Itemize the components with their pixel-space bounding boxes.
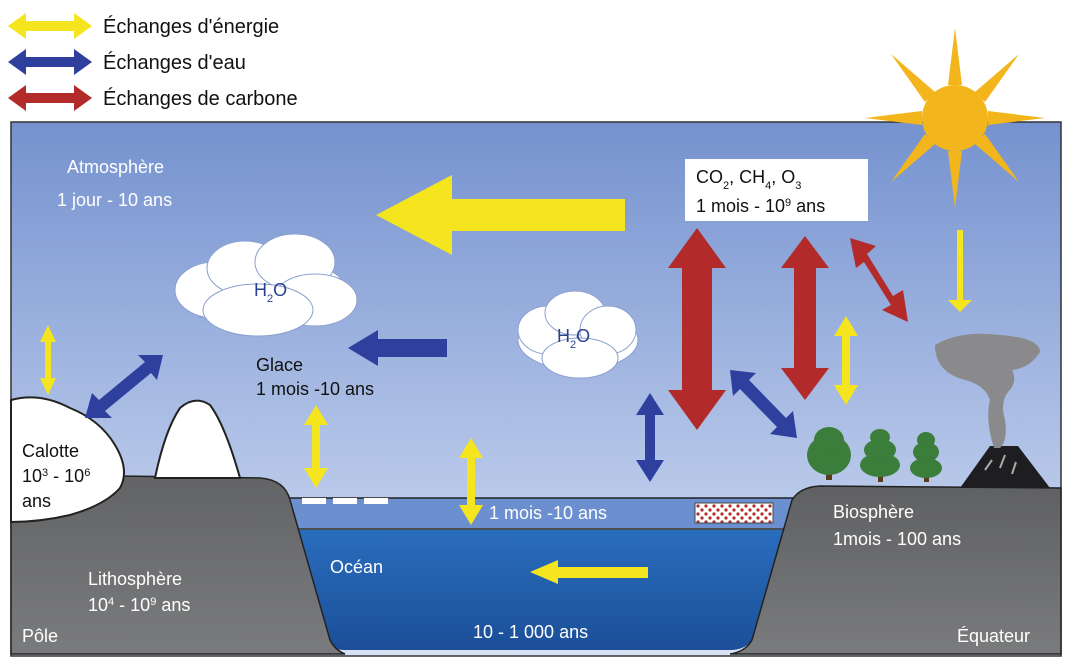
ocean-label: Océan bbox=[330, 557, 383, 577]
tree-icon bbox=[860, 429, 900, 482]
gas-formula-label: CO2, CH4, O3 bbox=[696, 167, 801, 192]
water-arrow-ocean bbox=[636, 393, 664, 482]
ocean-deep-layer bbox=[285, 530, 792, 650]
energy-arrow-ocean-surface bbox=[459, 438, 483, 525]
legend-item-energy: Échanges d'énergie bbox=[8, 13, 279, 39]
ice-cap bbox=[10, 396, 125, 524]
lithosphere-time-label: 104 - 109 ans bbox=[88, 595, 190, 615]
cloud-left-h2o-label: H2O bbox=[254, 280, 287, 305]
biosphere-label: Biosphère bbox=[833, 502, 914, 522]
energy-arrow-biosphere bbox=[834, 316, 858, 405]
calotte-unit-label: ans bbox=[22, 491, 51, 511]
energy-arrow-sun-down bbox=[948, 300, 972, 312]
atmosphere-label: Atmosphère bbox=[67, 157, 164, 177]
energy-arrow-ice-cap bbox=[40, 325, 56, 395]
energy-arrows bbox=[40, 175, 972, 584]
carbon-arrow-volcano bbox=[850, 238, 908, 322]
tree-icon bbox=[807, 427, 851, 480]
ocean-time-label: 10 - 1 000 ans bbox=[473, 622, 588, 642]
carbon-sediment bbox=[694, 502, 774, 524]
legend-item-water: Échanges d'eau bbox=[8, 49, 246, 75]
cloud-center bbox=[517, 290, 639, 379]
legend: Échanges d'énergie Échanges d'eau Échang… bbox=[8, 13, 298, 111]
greenhouse-gas-box bbox=[685, 159, 868, 221]
glace-time-label: 1 mois -10 ans bbox=[256, 379, 374, 399]
biosphere-time-label: 1mois - 100 ans bbox=[833, 529, 961, 549]
ocean-surface-time-label: 1 mois -10 ans bbox=[489, 503, 607, 523]
cloud-center-h2o-label: H2O bbox=[557, 326, 590, 351]
legend-item-carbon: Échanges de carbone bbox=[8, 85, 298, 111]
carbon-arrow-icon bbox=[8, 85, 92, 111]
cloud-left bbox=[174, 233, 358, 337]
energy-arrow-glace bbox=[304, 405, 328, 488]
volcano-icon bbox=[935, 333, 1050, 488]
energy-arrow-ocean-left bbox=[530, 560, 648, 584]
gas-time-label: 1 mois - 109 ans bbox=[696, 196, 825, 216]
legend-label-water: Échanges d'eau bbox=[103, 51, 246, 74]
sun-icon bbox=[865, 28, 1045, 208]
pole-label: Pôle bbox=[22, 626, 58, 646]
carbon-arrows bbox=[668, 228, 908, 430]
biosphere-ground-right bbox=[729, 485, 1062, 655]
atmosphere-time-label: 1 jour - 10 ans bbox=[57, 190, 172, 210]
water-arrow-cloud-left bbox=[348, 330, 447, 366]
carbon-arrow-ocean bbox=[668, 228, 726, 430]
water-arrow-ice-cap bbox=[85, 355, 163, 418]
tree-icon bbox=[910, 432, 942, 482]
lithosphere-label: Lithosphère bbox=[88, 569, 182, 589]
ocean-basin bbox=[272, 497, 802, 650]
calotte-time-label: 103 - 106 bbox=[22, 466, 90, 486]
legend-label-energy: Échanges d'énergie bbox=[103, 15, 279, 38]
sea-ice bbox=[302, 498, 388, 504]
equator-label: Équateur bbox=[957, 626, 1030, 646]
water-arrow-icon bbox=[8, 49, 92, 75]
ice-mountain bbox=[153, 399, 242, 479]
legend-label-carbon: Échanges de carbone bbox=[103, 87, 298, 110]
glace-label: Glace bbox=[256, 355, 303, 375]
energy-arrow-icon bbox=[8, 13, 92, 39]
smoke-plume bbox=[935, 333, 1040, 448]
carbon-arrow-biosphere bbox=[781, 236, 829, 400]
water-arrows bbox=[85, 330, 797, 482]
calotte-label: Calotte bbox=[22, 441, 79, 461]
water-arrow-biosphere bbox=[730, 370, 797, 438]
energy-arrow-large-left bbox=[376, 175, 625, 255]
